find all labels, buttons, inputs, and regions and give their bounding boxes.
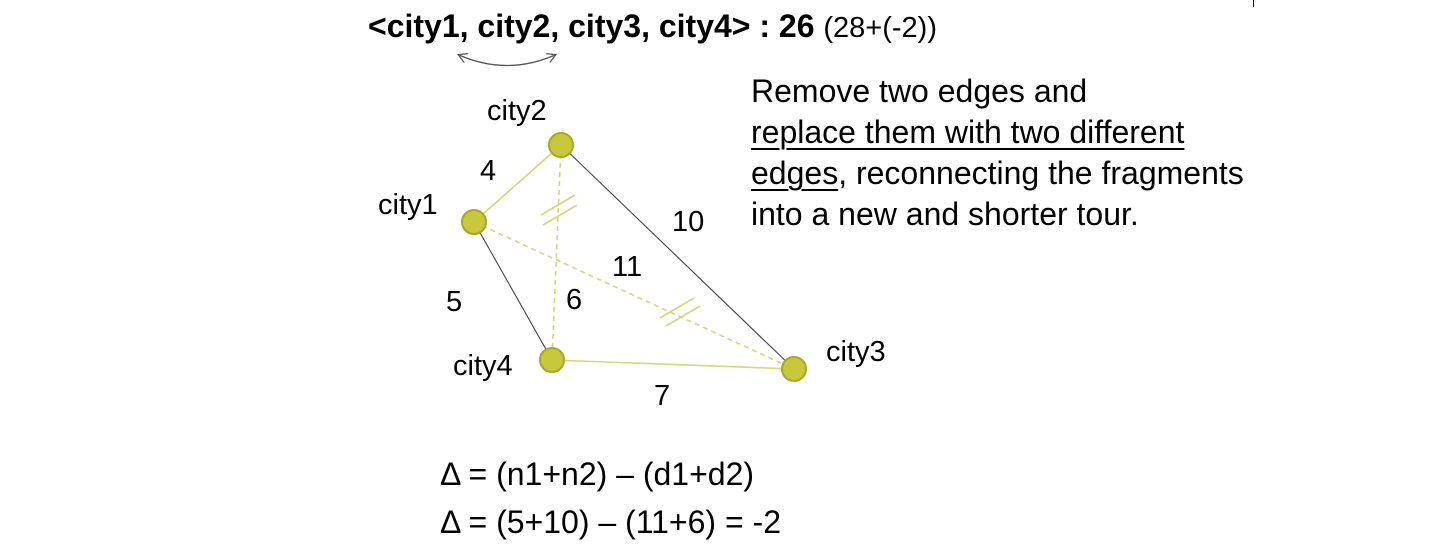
label-city4: city4 [453, 350, 513, 382]
description-underlined: replace them with two different edges [751, 114, 1185, 191]
edge-weight-city2-city4: 6 [566, 284, 582, 316]
tour-sequence-and-cost: <city1, city2, city3, city4> : 26 [368, 8, 815, 44]
description-part2: , reconnecting the fragments into a new … [751, 155, 1244, 232]
swap-arrow [459, 55, 555, 67]
edge-city4-city3 [551, 359, 795, 370]
delta-calculation: Δ = (5+10) – (11+6) = -2 [440, 504, 781, 540]
description-part1: Remove two edges and [751, 73, 1088, 109]
edge-city1-city2 [473, 144, 562, 223]
edge-weight-city1-city3: 11 [612, 251, 642, 283]
edge-weight-city1-city4: 5 [446, 286, 462, 318]
edge-city2-city3 [560, 144, 795, 370]
edge-city1-city4 [473, 221, 553, 361]
cost-breakdown: (28+(-2)) [823, 12, 937, 44]
edge-weight-city4-city3: 7 [654, 380, 670, 412]
delta-formula: Δ = (n1+n2) – (d1+d2) [440, 456, 755, 492]
node-city3 [781, 356, 807, 382]
label-city2: city2 [487, 95, 547, 127]
edge-city2-city4-removed [551, 144, 562, 361]
removed-edge-mark-city2-city4 [540, 194, 578, 226]
edge-weight-city2-city3: 10 [672, 206, 704, 238]
node-city2 [548, 132, 574, 158]
edge-city1-city3-removed [473, 221, 795, 370]
description-text: Remove two edges and replace them with tw… [751, 71, 1271, 235]
node-city4 [539, 347, 565, 373]
tour-title: <city1, city2, city3, city4> : 26 (28+(-… [368, 4, 937, 50]
removed-edge-mark-city1-city3 [659, 297, 701, 327]
node-city1 [461, 209, 487, 235]
label-city3: city3 [826, 336, 886, 368]
corner-tick-mark [1253, 0, 1254, 7]
label-city1: city1 [378, 189, 438, 221]
edge-weight-city1-city2: 4 [480, 155, 496, 187]
